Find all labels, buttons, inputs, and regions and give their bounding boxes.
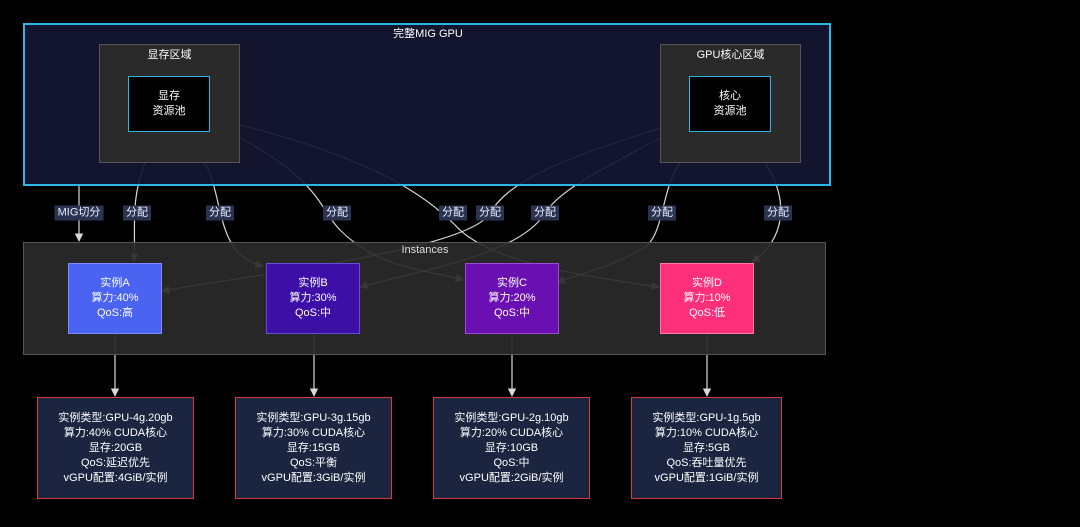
spec-d-memory: 显存:5GB xyxy=(682,441,731,454)
spec-b-compute: 算力:30% CUDA核心 xyxy=(261,426,366,439)
spec-a-compute: 算力:40% CUDA核心 xyxy=(63,426,168,439)
spec-b-memory: 显存:15GB xyxy=(286,441,341,454)
spec-a: 实例类型:GPU-4g.20gb 算力:40% CUDA核心 显存:20GB Q… xyxy=(37,397,194,499)
instance-c-compute: 算力:20% xyxy=(488,292,536,304)
core-pool-line-1: 核心 xyxy=(719,90,741,102)
instance-d-compute: 算力:10% xyxy=(683,292,731,304)
mig-gpu-title: 完整MIG GPU xyxy=(393,28,463,40)
edge-label-alloc-5: 分配 xyxy=(476,205,504,221)
instance-d: 实例D 算力:10% QoS:低 xyxy=(660,263,754,334)
spec-c-qos: QoS:中 xyxy=(493,456,530,469)
core-region-title: GPU核心区域 xyxy=(696,49,765,61)
spec-d: 实例类型:GPU-1g.5gb 算力:10% CUDA核心 显存:5GB QoS… xyxy=(631,397,782,499)
spec-c-type: 实例类型:GPU-2g.10gb xyxy=(454,411,569,424)
instance-c-name: 实例C xyxy=(497,277,527,289)
core-pool: 核心 资源池 xyxy=(689,76,771,132)
instance-a-qos: QoS:高 xyxy=(96,307,134,319)
edge-label-alloc-1: 分配 xyxy=(123,205,151,221)
memory-pool-line-2: 资源池 xyxy=(152,105,186,117)
instance-c: 实例C 算力:20% QoS:中 xyxy=(465,263,559,334)
spec-d-vgpu: vGPU配置:1GiB/实例 xyxy=(654,471,759,484)
memory-pool: 显存 资源池 xyxy=(128,76,210,132)
edge-label-alloc-2: 分配 xyxy=(206,205,234,221)
spec-b-qos: QoS:平衡 xyxy=(289,456,338,469)
core-pool-line-2: 资源池 xyxy=(713,105,747,117)
edge-label-alloc-8: 分配 xyxy=(764,205,792,221)
spec-d-qos: QoS:吞吐量优先 xyxy=(666,456,747,469)
instance-b: 实例B 算力:30% QoS:中 xyxy=(266,263,360,334)
instance-b-qos: QoS:中 xyxy=(294,307,332,319)
instance-a-name: 实例A xyxy=(100,277,130,289)
instance-c-qos: QoS:中 xyxy=(493,307,531,319)
spec-d-compute: 算力:10% CUDA核心 xyxy=(654,426,759,439)
edge-label-alloc-6: 分配 xyxy=(531,205,559,221)
spec-b-vgpu: vGPU配置:3GiB/实例 xyxy=(261,471,366,484)
instance-b-name: 实例B xyxy=(298,277,328,289)
edge-label-alloc-7: 分配 xyxy=(648,205,676,221)
spec-d-type: 实例类型:GPU-1g.5gb xyxy=(652,411,761,424)
instance-d-qos: QoS:低 xyxy=(688,307,726,319)
memory-region-title: 显存区域 xyxy=(147,49,192,61)
instance-b-compute: 算力:30% xyxy=(289,292,337,304)
instances-group-title: Instances xyxy=(401,244,449,256)
instance-d-name: 实例D xyxy=(692,277,722,289)
spec-a-vgpu: vGPU配置:4GiB/实例 xyxy=(63,471,168,484)
spec-a-qos: QoS:延迟优先 xyxy=(80,456,151,469)
instance-a: 实例A 算力:40% QoS:高 xyxy=(68,263,162,334)
memory-pool-line-1: 显存 xyxy=(158,90,180,102)
edge-label-alloc-3: 分配 xyxy=(323,205,351,221)
edge-label-alloc-4: 分配 xyxy=(439,205,467,221)
spec-c-memory: 显存:10GB xyxy=(484,441,539,454)
spec-c-vgpu: vGPU配置:2GiB/实例 xyxy=(459,471,564,484)
spec-b: 实例类型:GPU-3g.15gb 算力:30% CUDA核心 显存:15GB Q… xyxy=(235,397,392,499)
spec-a-memory: 显存:20GB xyxy=(88,441,143,454)
spec-a-type: 实例类型:GPU-4g.20gb xyxy=(58,411,173,424)
edge-label-mig-split: MIG切分 xyxy=(54,205,104,221)
spec-b-type: 实例类型:GPU-3g.15gb xyxy=(256,411,371,424)
spec-c: 实例类型:GPU-2g.10gb 算力:20% CUDA核心 显存:10GB Q… xyxy=(433,397,590,499)
instance-a-compute: 算力:40% xyxy=(91,292,139,304)
spec-c-compute: 算力:20% CUDA核心 xyxy=(459,426,564,439)
